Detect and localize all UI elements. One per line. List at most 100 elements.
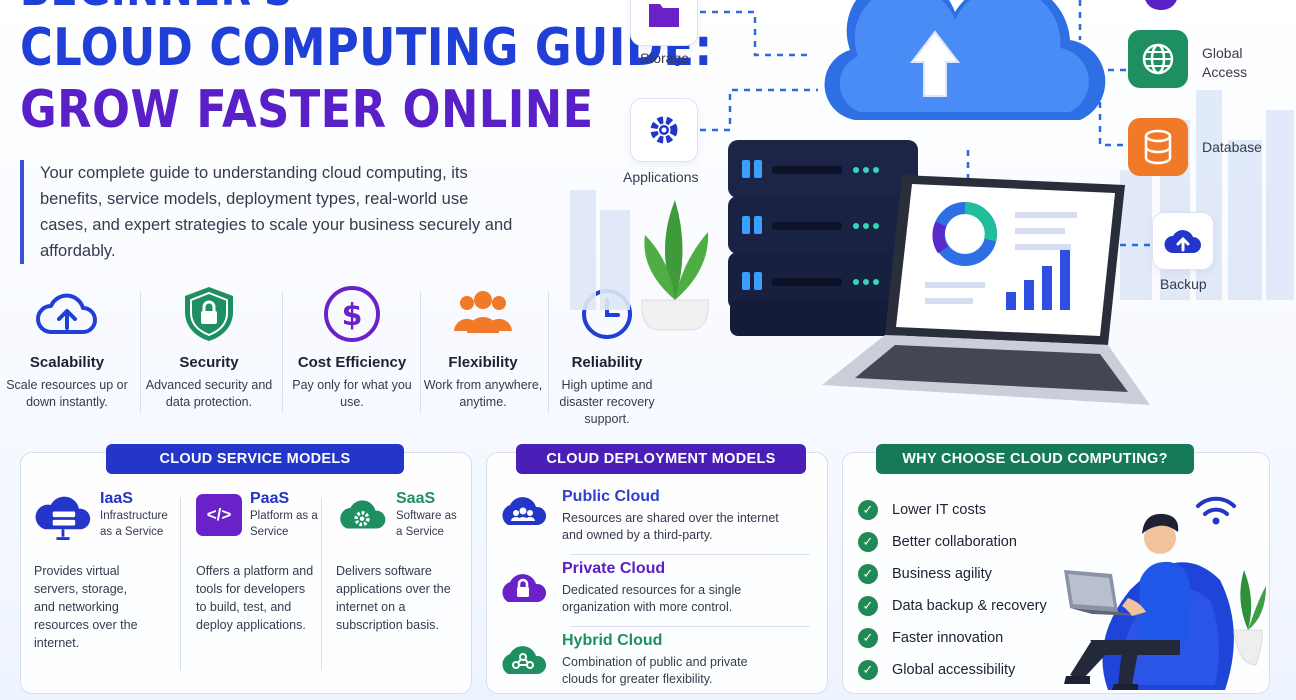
divider (282, 292, 283, 412)
benefit-reliability: Reliability High uptime and disaster rec… (542, 282, 672, 428)
list-item-label: Lower IT costs (892, 502, 987, 518)
check-icon: ✓ (858, 500, 878, 520)
service-saas: SaaS Software as a Service Delivers soft… (336, 490, 466, 634)
hybrid-cloud-icon (498, 632, 548, 682)
benefit-title: Reliability (571, 354, 643, 371)
check-icon: ✓ (858, 564, 878, 584)
list-item-label: Business agility (892, 566, 992, 582)
list-item: ✓ Lower IT costs (858, 494, 1047, 526)
benefit-desc: Scale resources up or down instantly. (6, 378, 128, 409)
benefit-title: Flexibility (448, 354, 518, 371)
laptop (822, 175, 1150, 405)
why-choose-label: WHY CHOOSE CLOUD COMPUTING? (876, 444, 1194, 474)
service-title: IaaS (100, 490, 133, 507)
upload-arrow (909, 30, 961, 97)
backup-label: Backup (1160, 276, 1207, 292)
server-cloud-icon (35, 496, 91, 540)
benefit-cost-efficiency: $ Cost Efficiency Pay only for what you … (287, 282, 417, 411)
service-paas: </> PaaS Platform as a Service Offers a … (196, 490, 320, 634)
cloud-gear-icon (340, 500, 386, 529)
svg-text:$: $ (342, 298, 363, 333)
list-item-label: Faster innovation (892, 630, 1004, 646)
why-choose-list: ✓ Lower IT costs ✓ Better collaboration ✓ B… (858, 494, 1047, 686)
people-icon (451, 282, 515, 346)
gear-icon (650, 116, 678, 144)
code-icon: </> (196, 494, 242, 536)
plant (641, 200, 709, 331)
applications-label: Applications (623, 169, 699, 185)
deployment-public: Public Cloud Resources are shared over t… (498, 488, 818, 544)
divider (570, 554, 810, 555)
check-icon: ✓ (858, 660, 878, 680)
globe-icon (1142, 43, 1174, 75)
check-icon: ✓ (858, 596, 878, 616)
list-item: ✓ Business agility (858, 558, 1047, 590)
benefit-desc: Advanced security and data protection. (145, 378, 273, 409)
deployment-private: Private Cloud Dedicated resources for a … (498, 560, 818, 616)
deployment-title: Private Cloud (562, 560, 666, 577)
server-rack (728, 140, 918, 336)
benefit-flexibility: Flexibility Work from anywhere, anytime. (418, 282, 548, 411)
deployment-desc: Combination of public and private clouds… (562, 655, 748, 686)
service-subtitle: Software as a Service (396, 510, 457, 538)
deployment-models-label: CLOUD DEPLOYMENT MODELS (516, 444, 806, 474)
list-item: ✓ Data backup & recovery (858, 590, 1047, 622)
title-partial: BEGINNER'S (20, 0, 293, 12)
list-item: ✓ Faster innovation (858, 622, 1047, 654)
private-cloud-icon (498, 560, 548, 610)
service-models-panel (20, 452, 472, 694)
benefit-desc: Pay only for what you use. (292, 378, 412, 409)
service-desc: Delivers software applications over the … (336, 564, 451, 632)
service-desc: Provides virtual servers, storage, and n… (34, 564, 138, 650)
benefit-desc: High uptime and disaster recovery suppor… (559, 378, 655, 426)
service-desc: Offers a platform and tools for develope… (196, 564, 314, 632)
deployment-desc: Resources are shared over the internet a… (562, 511, 779, 542)
global-access-label: Global Access (1202, 45, 1248, 80)
page-title-line-1: CLOUD COMPUTING GUIDE: (20, 18, 713, 78)
deployment-title: Public Cloud (562, 488, 660, 505)
benefit-title: Cost Efficiency (297, 354, 407, 371)
intro-text: Your complete guide to understanding clo… (20, 160, 520, 264)
benefit-scalability: Scalability Scale resources up or down i… (2, 282, 132, 411)
deployment-models-panel (486, 452, 828, 694)
storage-label: Storage (640, 50, 690, 66)
shield-lock-icon (177, 282, 241, 346)
backup-node (1152, 212, 1214, 270)
deployment-desc: Dedicated resources for a single organiz… (562, 583, 742, 614)
check-icon: ✓ (858, 532, 878, 552)
list-item-label: Global accessibility (892, 662, 1016, 678)
benefit-title: Scalability (29, 354, 105, 371)
divider (570, 626, 810, 627)
divider (321, 498, 322, 670)
shield-icon (1144, 0, 1178, 10)
folder-icon (649, 4, 679, 27)
cloud-upload-icon (35, 282, 99, 346)
service-title: SaaS (396, 490, 436, 507)
wifi-icon (1196, 496, 1236, 516)
divider (140, 292, 141, 412)
list-item-label: Data backup & recovery (892, 598, 1047, 614)
database-node (1128, 118, 1188, 176)
benefit-security: Security Advanced security and data prot… (144, 282, 274, 411)
cloud-illustration: Storage Applications Global Access Datab… (560, 0, 1296, 440)
service-subtitle: Infrastructure as a Service (100, 510, 168, 538)
divider (180, 498, 181, 670)
divider (420, 292, 421, 412)
list-item: ✓ Better collaboration (858, 526, 1047, 558)
cloud-backup-icon (1164, 230, 1201, 253)
benefit-desc: Work from anywhere, anytime. (423, 378, 543, 409)
page-title-line-2: GROW FASTER ONLINE (20, 80, 594, 140)
dollar-icon: $ (320, 282, 384, 346)
database-icon (1144, 129, 1172, 165)
divider (548, 292, 549, 412)
check-icon: ✓ (858, 628, 878, 648)
service-iaas: IaaS Infrastructure as a Service Provide… (34, 490, 174, 652)
list-item: ✓ Global accessibility (858, 654, 1047, 686)
public-cloud-icon (498, 488, 548, 534)
list-item-label: Better collaboration (892, 534, 1017, 550)
deployment-title: Hybrid Cloud (562, 632, 663, 649)
deployment-hybrid: Hybrid Cloud Combination of public and p… (498, 632, 818, 688)
service-title: PaaS (250, 490, 290, 507)
storage-node (630, 0, 698, 46)
benefit-title: Security (179, 354, 239, 371)
